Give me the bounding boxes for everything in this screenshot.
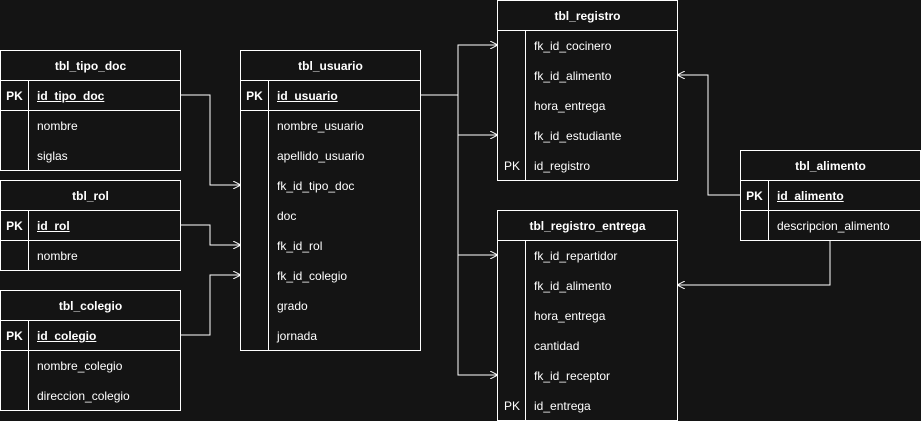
field-row: fk_id_receptor [498,361,677,391]
column-divider [268,81,269,350]
connector-rol-to-usuario [180,224,240,245]
pk-label: PK [1,211,29,241]
field-name: fk_id_colegio [277,269,348,283]
pk-field: id_rol [37,219,70,233]
pk-label: PK [1,81,29,111]
pk-label: PK [503,159,520,173]
connector-usuario-to-entrega-repartidor [457,135,497,255]
pk-label: PK [1,321,29,351]
field-row: nombre [1,111,180,141]
field-row: siglas [1,141,180,171]
field-name: fk_id_estudiante [534,129,622,143]
pk-row: PK id_tipo_doc [1,81,180,111]
field-row: fk_id_rol [241,231,420,261]
field-name: fk_id_cocinero [534,39,612,53]
table-tbl-rol: tbl_rol PK id_rol nombre [0,180,181,271]
field-row: fk_id_alimento [498,271,677,301]
table-tbl-alimento: tbl_alimento PK id_alimento descripcion_… [740,150,921,241]
pk-field: id_usuario [277,89,338,103]
pk-field: id_colegio [37,329,97,343]
field-name: fk_id_tipo_doc [277,179,355,193]
field-name: cantidad [534,339,580,353]
field-name: hora_entrega [534,309,606,323]
field-name: fk_id_alimento [534,279,612,293]
field-row: hora_entrega [498,91,677,121]
table-tbl-usuario: tbl_usuario PK id_usuario nombre_usuario… [240,50,421,351]
column-divider [28,81,29,170]
table-title: tbl_usuario [241,51,420,81]
connector-tipo-doc-to-usuario [180,94,240,185]
field-row: hora_entrega [498,301,677,331]
field-row: cantidad [498,331,677,361]
field-name: nombre [37,119,78,133]
pk-label: PK [241,81,269,111]
field-name: siglas [37,149,68,163]
field-row: fk_id_estudiante [498,121,677,151]
connector-colegio-to-usuario [180,275,240,336]
field-name: fk_id_alimento [534,69,612,83]
connector-usuario-to-registro-estudiante [457,95,497,135]
table-title: tbl_registro_entrega [498,211,677,241]
column-divider [28,211,29,270]
table-tbl-colegio: tbl_colegio PK id_colegio nombre_colegio… [0,290,181,411]
field-row: fk_id_cocinero [498,31,677,61]
pk-label: PK [503,399,520,413]
field-name: jornada [277,329,318,343]
table-title: tbl_rol [1,181,180,211]
field-name: apellido_usuario [277,149,365,163]
field-name: descripcion_alimento [777,219,890,233]
connector-usuario-to-registro-cocinero [420,45,497,96]
pk-field: id_alimento [777,189,844,203]
table-title: tbl_alimento [741,151,920,181]
pk-row: PK id_alimento [741,181,920,211]
field-name: hora_entrega [534,99,606,113]
pk-field: id_entrega [534,399,591,413]
field-name: fk_id_rol [277,239,323,253]
column-divider [525,31,526,180]
field-name: nombre_colegio [37,359,123,373]
field-name: doc [277,209,297,223]
field-row: apellido_usuario [241,141,420,171]
field-row: fk_id_tipo_doc [241,171,420,201]
connector-alimento-to-registro [678,75,740,196]
field-name: nombre_usuario [277,119,364,133]
pk-field: id_tipo_doc [37,89,105,103]
field-row: nombre_usuario [241,111,420,141]
pk-label: PK [741,181,769,211]
column-divider [768,181,769,240]
pk-row: PK id_entrega [498,391,677,421]
column-divider [525,241,526,420]
table-tbl-registro-entrega: tbl_registro_entrega fk_id_repartidor fk… [497,210,678,421]
column-divider [28,321,29,410]
field-row: descripcion_alimento [741,211,920,241]
table-title: tbl_tipo_doc [1,51,180,81]
field-row: nombre_colegio [1,351,180,381]
table-tbl-tipo-doc: tbl_tipo_doc PK id_tipo_doc nombre sigla… [0,50,181,171]
pk-field: id_registro [534,159,591,173]
field-name: nombre [37,249,78,263]
field-row: fk_id_alimento [498,61,677,91]
field-name: direccion_colegio [37,389,130,403]
field-row: jornada [241,321,420,351]
pk-row: PK id_usuario [241,81,420,111]
connector-alimento-to-entrega [678,240,831,285]
table-tbl-registro: tbl_registro fk_id_cocinero fk_id_alimen… [497,0,678,181]
table-title: tbl_colegio [1,291,180,321]
field-name: fk_id_receptor [534,369,611,383]
field-row: fk_id_repartidor [498,241,677,271]
field-name: grado [277,299,308,313]
field-row: grado [241,291,420,321]
field-row: doc [241,201,420,231]
table-title: tbl_registro [498,1,677,31]
connector-usuario-to-entrega-receptor [457,255,497,375]
field-row: fk_id_colegio [241,261,420,291]
field-row: direccion_colegio [1,381,180,411]
field-row: nombre [1,241,180,271]
field-name: fk_id_repartidor [534,249,618,263]
pk-row: PK id_registro [498,151,677,181]
